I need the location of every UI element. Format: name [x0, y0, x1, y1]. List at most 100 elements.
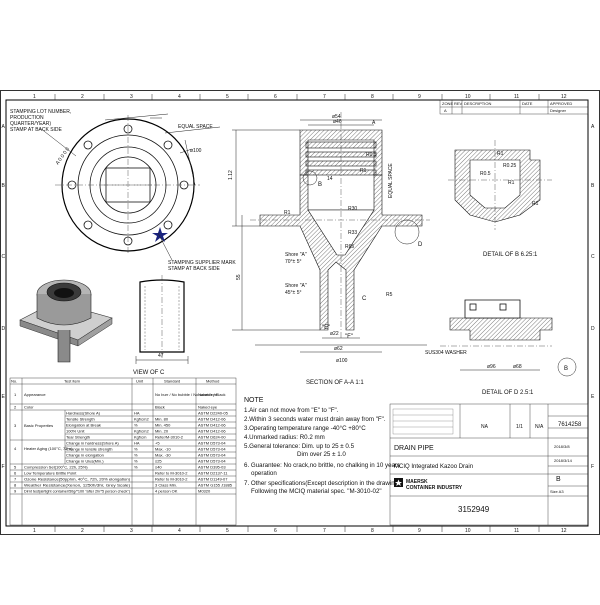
stamp-supplier-label: STAMPING SUPPLIER MARK [168, 260, 236, 266]
detail-d-dim-68: ø68 [513, 364, 522, 370]
spec-sub-8-unit: % [134, 453, 138, 458]
spec-row-6-standard: Refer to M-3010-2 [155, 471, 188, 476]
title-date-1: 2018/3/8 [554, 444, 570, 449]
spec-sub-3-method: ASTM D412-06 [198, 423, 226, 428]
row-label-d-right: D [591, 326, 595, 332]
title-company-2: CONTAINER INDUSTRY [406, 485, 463, 491]
spec-row-8-item: Weather Resistance(Xenon, 1250h/3hr, Gre… [24, 483, 131, 488]
title-na-1: NA [481, 424, 489, 430]
spec-sub-8-method: ASTM D573-04 [198, 453, 226, 458]
spec-sub-9-unit: % [134, 459, 138, 464]
col-label-2: 2 [81, 94, 84, 100]
spec-sub-7-standard: Max. -10 [155, 447, 171, 452]
row-label-e: E [2, 394, 6, 400]
spec-sub-7-method: ASTM D573-04 [198, 447, 226, 452]
isometric-render [19, 279, 113, 363]
spec-sub-1-unit: HA [134, 411, 140, 416]
view-c-label: VIEW OF C [133, 370, 165, 376]
spec-row-3-no: 3 [14, 423, 17, 428]
spec-row-7-standard: Refer to M-3010-2 [155, 477, 188, 482]
zone-columns: 1 2 3 4 5 6 7 8 9 10 11 12 1 2 3 4 5 6 7… [33, 94, 567, 534]
detail-d-label: DETAIL OF D 2.5:1 [482, 390, 534, 396]
rev-row-zone: A [444, 108, 447, 113]
spec-sub-6-unit: HA [134, 441, 140, 446]
row-label-a: A [2, 124, 6, 130]
title-drawing-no: 3152949 [458, 505, 490, 514]
title-na-2: N/A [535, 424, 544, 430]
row-label-b-right: B [591, 183, 595, 189]
col-label-3: 3 [130, 94, 133, 100]
spec-sub-1-item: Hardness(Shore A) [66, 411, 101, 416]
col-label-9-bottom: 9 [418, 528, 421, 534]
spec-header-standard: Standard [164, 379, 180, 384]
view-c-callout: C [362, 296, 367, 302]
title-scale: 1/1 [516, 424, 523, 430]
dia-top-label: ø100 [190, 148, 202, 154]
rev-header-rev: REV [454, 101, 463, 106]
title-part-no: 7614258 [558, 422, 582, 428]
col-label-1-bottom: 1 [33, 528, 36, 534]
spec-sub-9-item: Change in Ulus(Min.) [66, 459, 104, 464]
stamp-lot-label: STAMPING LOT NUMBER, [10, 109, 71, 115]
col-label-2-bottom: 2 [81, 528, 84, 534]
rev-header-zone: ZONE [442, 101, 453, 106]
note-5: 5.General tolerance: Dim. up to 25 ± 0.5 [244, 443, 355, 450]
spec-sub-1-method: ASTM D2240-05 [198, 411, 229, 416]
spec-table-text: No. Test item Unit Standard Method 1 App… [11, 379, 233, 494]
washer-label: SUS304 WASHER [425, 350, 467, 356]
spec-sub-4-standard: Min. 20 [155, 429, 169, 434]
view-c-dim: 47 [158, 353, 164, 359]
col-label-10-bottom: 10 [465, 528, 471, 534]
col-label-12: 12 [561, 94, 567, 100]
row-label-f: F [2, 464, 5, 470]
spec-sub-7-item: Change in tensile strength [66, 447, 112, 452]
rev-header-approved: APPROVED [550, 101, 572, 106]
spec-row-3-item: Basic Properties [24, 423, 53, 428]
spec-sub-9-standard: ≤25 [155, 459, 162, 464]
spec-row-2-item: Color [24, 405, 34, 410]
spec-sub-4-unit: Kgf/cm2 [134, 429, 149, 434]
spec-row-1-no: 1 [14, 392, 17, 397]
spec-sub-2-method: ASTM D412-06 [198, 417, 226, 422]
dim-r1: R1 [284, 210, 291, 216]
section-a-a-label: SECTION OF A-A 1:1 [306, 380, 364, 386]
spec-sub-4-method: ASTM D412-06 [198, 429, 226, 434]
zone-rows: A B C D E F A B C D E F [2, 124, 596, 470]
spec-row-2-method: Naked eye [198, 405, 218, 410]
col-label-8-bottom: 8 [371, 528, 374, 534]
stamp-production-label: PRODUCTION [10, 115, 44, 121]
rev-row-approved: Designer [550, 108, 567, 113]
spec-sub-5-unit: Kgf/cm [134, 435, 147, 440]
title-subtitle: MCIQ Integrated Kazoo Drain [394, 464, 473, 470]
col-label-12-bottom: 12 [561, 528, 567, 534]
note-2: 2.Within 3 seconds water must drain away… [244, 416, 386, 423]
dim-r30: R30 [348, 206, 357, 212]
detail-b-r025: R0.25 [503, 163, 517, 169]
col-label-7-bottom: 7 [323, 528, 326, 534]
spec-sub-9-method: ASTM D573-04 [198, 459, 226, 464]
spec-sub-2-unit: Kgf/cm2 [134, 417, 149, 422]
spec-row-5-no: 5 [14, 465, 17, 470]
col-label-5: 5 [226, 94, 229, 100]
col-label-6: 6 [274, 94, 277, 100]
dim-100: ø100 [336, 358, 348, 364]
shore-a-2: Shore "A" [285, 283, 307, 289]
spec-sub-2-item: Tensile Strength [66, 417, 95, 422]
dim-lower: 55 [236, 274, 242, 280]
spec-row-6-method: ASTM D2137-11 [198, 471, 228, 476]
detail-b-r1: R1 [497, 151, 504, 157]
col-label-4-bottom: 4 [178, 528, 181, 534]
dim-54: ø54 [332, 114, 341, 120]
spec-sub-4-item: 100% Unit [66, 429, 85, 434]
spec-row-9-standard: 4 person OK [155, 489, 178, 494]
dim-46: ø46 [333, 119, 342, 125]
detail-b-drawing: R1 R0.25 R0.5 R1 R1 [448, 140, 552, 230]
dim-height: 1.12 [228, 170, 234, 180]
revision-block: ZONE REV DESCRIPTION DATE APPROVED A Des… [439, 99, 589, 115]
dim-62: ø62 [334, 346, 343, 352]
spec-row-8-no: 8 [14, 483, 17, 488]
note-7: 7. Other specifications(Except descripti… [244, 480, 402, 487]
note-3: 3.Operating temperature range -40°C +80°… [244, 425, 366, 432]
detail-b-label: DETAIL OF B 6.25:1 [483, 252, 538, 258]
